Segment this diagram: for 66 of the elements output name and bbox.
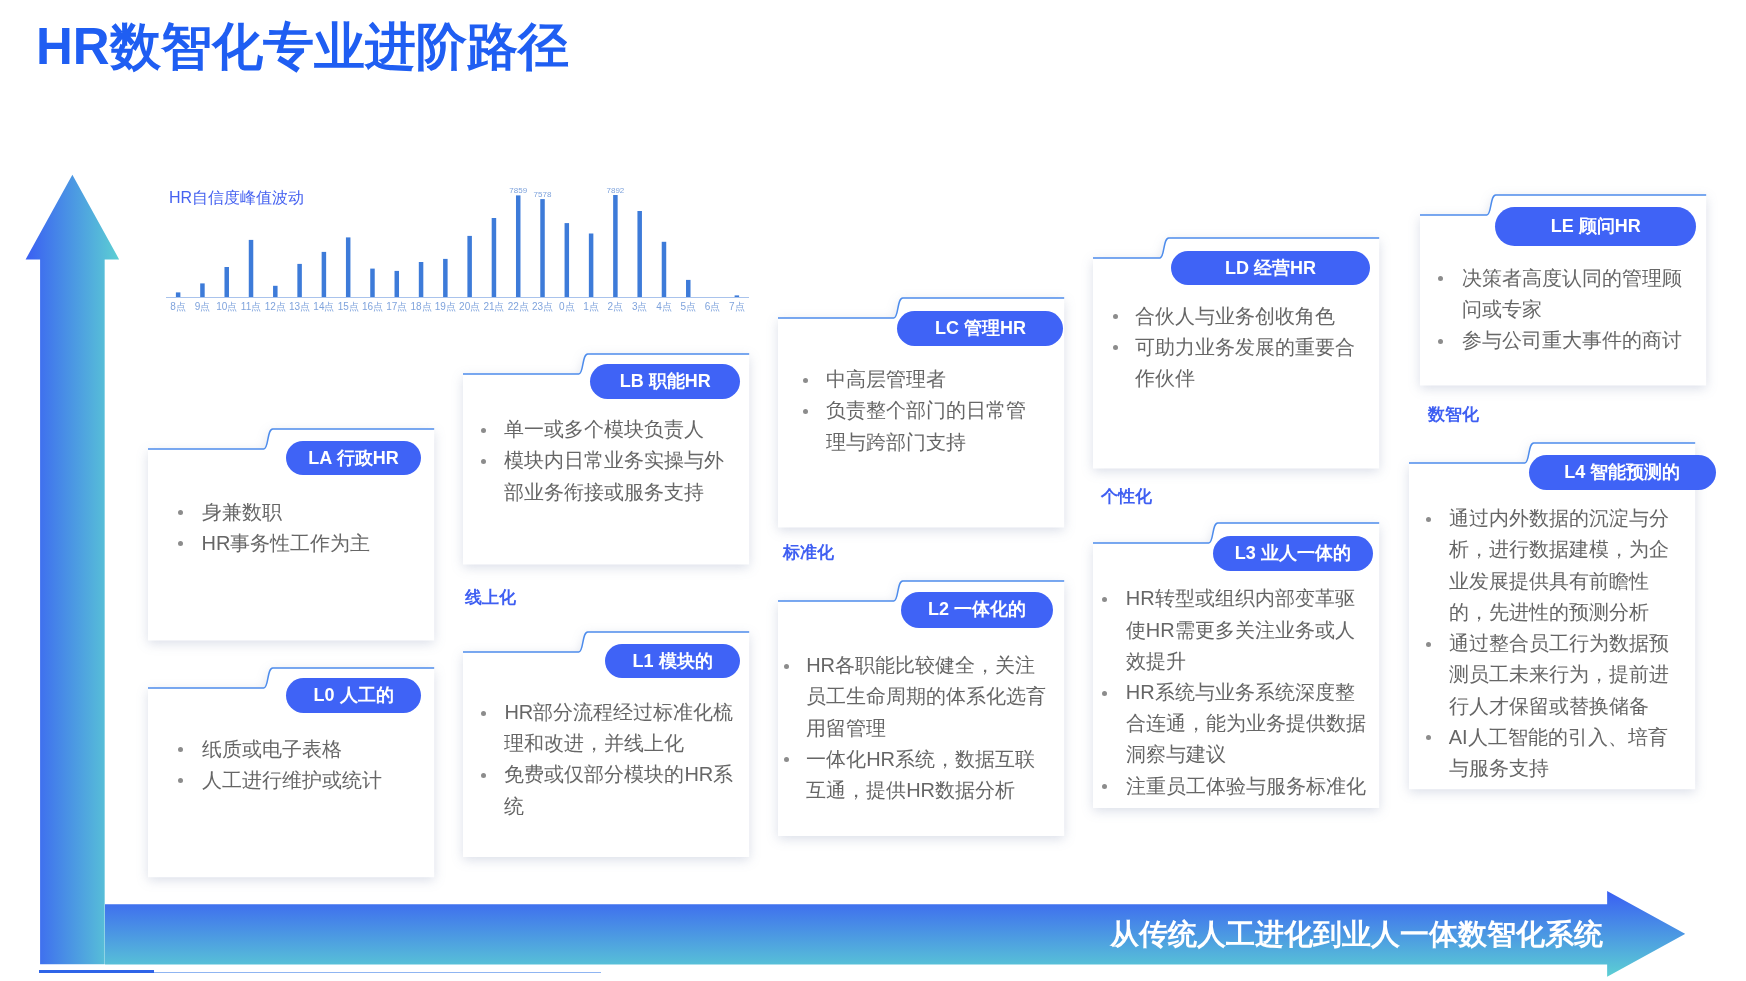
bullet-text: 合伙人与业务创收角色 xyxy=(1134,303,1335,329)
bullet-text: 人工进行维护或统计 xyxy=(201,768,382,793)
axis-label: 20点 xyxy=(459,300,481,312)
level-badge: LC 管理HR xyxy=(897,310,1064,347)
bullet-text: 免费或仅部分模块的HR系统 xyxy=(504,762,735,819)
axis-label: 4点 xyxy=(656,300,672,312)
progress-arrow xyxy=(104,890,1685,977)
bullet-text: HR事务性工作为主 xyxy=(201,530,371,556)
axis-label: 1点 xyxy=(583,300,599,312)
data-label: 7892 xyxy=(606,185,625,195)
bullet-text: 决策者高度认同的管理顾问或专家 xyxy=(1462,265,1684,322)
stage-label: 数智化 xyxy=(1427,405,1479,426)
axis-label: 3点 xyxy=(631,300,648,312)
bullet-text: HR各职能比较健全，关注员工生命周期的体系化选育用留管理 xyxy=(806,653,1048,741)
bullet-text: 模块内日常业务实操与外部业务衔接或服务支持 xyxy=(504,448,726,505)
axis-label: 12点 xyxy=(264,300,286,312)
axis-label: 13点 xyxy=(289,300,311,312)
axis-label: 22点 xyxy=(507,300,529,312)
bullet-text: HR系统与业务系统深度整合连通，能为业务提供数据洞察与建议 xyxy=(1125,680,1367,768)
level-badge: LA 行政HR xyxy=(286,440,421,476)
stage-label: 标准化 xyxy=(782,543,834,564)
axis-label: 19点 xyxy=(434,300,456,312)
arrow-caption: 从传统人工进化到业人一体数智化系统 xyxy=(1110,917,1604,952)
bullet-text: 身兼数职 xyxy=(201,499,282,525)
axis-label: 2点 xyxy=(607,300,624,312)
axis-label: 10点 xyxy=(216,300,238,312)
bullet-text: 中高层管理者 xyxy=(826,367,947,393)
chart-title: HR自信度峰值波动 xyxy=(169,189,305,207)
bullet-text: 通过内外数据的沉淀与分析，进行数据建模，为企业发展提供具有前瞻性的，先进性的预测分析 xyxy=(1448,506,1670,625)
axis-label: 17点 xyxy=(386,300,408,312)
bullet-text: HR转型或组织内部变革驱使HR需更多关注业务或人效提升 xyxy=(1125,586,1356,674)
bullet-text: 参与公司重大事件的商讨 xyxy=(1462,328,1683,354)
axis-label: 23点 xyxy=(531,300,554,312)
stage-label: 个性化 xyxy=(1101,486,1153,507)
data-label: 7578 xyxy=(533,189,552,199)
data-label: 7859 xyxy=(509,185,528,195)
axis-label: 14点 xyxy=(313,300,335,312)
axis-label: 15点 xyxy=(337,300,359,312)
bullet-text: AI人工智能的引入、培育与服务支持 xyxy=(1448,724,1669,781)
axis-label: 18点 xyxy=(410,300,432,312)
axis-label: 16点 xyxy=(361,300,384,312)
bullet-text: 通过整合员工行为数据预测员工未来行为，提前进行人才保留或替换储备 xyxy=(1448,631,1670,719)
bullet-text: 单一或多个模块负责人 xyxy=(504,417,705,443)
axis-label: 5点 xyxy=(680,300,697,312)
axis-label: 0点 xyxy=(559,300,575,312)
axis-label: 9点 xyxy=(194,300,211,312)
stage-label: 线上化 xyxy=(465,587,517,608)
axis-label: 8点 xyxy=(170,300,186,312)
level-badge: L4 智能预测的 xyxy=(1528,455,1716,490)
bullet-text: 纸质或电子表格 xyxy=(201,736,342,762)
level-badge: LD 经营HR xyxy=(1171,250,1370,286)
bullet-text: 可助力业务发展的重要合作伙伴 xyxy=(1134,334,1356,392)
bullet-text: 一体化HR系统，数据互联互通，提供HR数据分析 xyxy=(806,746,1037,804)
level-badge: L2 一体化的 xyxy=(900,592,1054,628)
axis-label: 7点 xyxy=(729,300,745,312)
bullet-text: 注重员工体验与服务标准化 xyxy=(1125,773,1366,799)
axis-label: 6点 xyxy=(704,300,721,312)
axis-label: 21点 xyxy=(483,300,505,312)
bullet-text: 负责整个部门的日常管理与跨部门支持 xyxy=(826,398,1028,455)
bullet-text: HR部分流程经过标准化梳理和改进，并线上化 xyxy=(504,700,735,757)
level-badge: LB 职能HR xyxy=(590,364,741,399)
page-title: HR数智化专业进阶路径 xyxy=(36,19,569,75)
level-badge: LE 顾问HR xyxy=(1495,207,1696,247)
level-badge: L3 业人一体的 xyxy=(1212,535,1373,572)
level-badge: L0 人工的 xyxy=(286,678,421,713)
axis-label: 11点 xyxy=(240,300,262,312)
